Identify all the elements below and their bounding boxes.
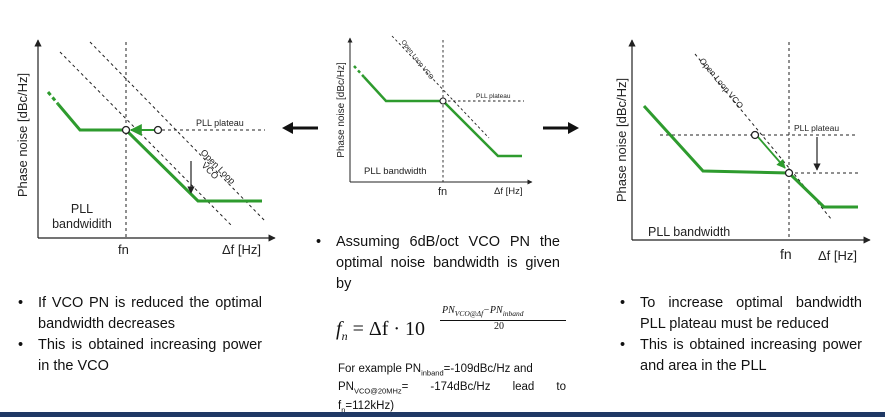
center-bullet: Assuming 6dB/oct VCO PN the optimal nois…: [312, 232, 560, 295]
formula-lhs: f: [336, 318, 342, 340]
x-axis-label: Δf [Hz]: [494, 186, 523, 197]
bottom-bar: [0, 412, 885, 417]
example-c-sub: n: [341, 404, 346, 414]
vco-asymptote-2: [89, 41, 267, 223]
formula-num-sub1: VCO@Δf: [454, 309, 484, 318]
y-axis-label: Phase noise [dBc/Hz]: [614, 78, 629, 202]
example-c-val: =112kHz): [345, 399, 395, 412]
y-axis-label: Phase noise [dBc/Hz]: [15, 73, 30, 197]
bandwidth-label: PLL bandwidth: [648, 225, 730, 239]
pn-curve-dashed-start: [353, 65, 365, 78]
bandwidth-formula: fn = Δf · 10 PNVCO@Δf−PNinband 20: [336, 305, 606, 345]
formula-num: PN: [442, 305, 455, 316]
right-bullet-2: This is obtained increasing power and ar…: [616, 335, 862, 377]
fn-label: fn: [438, 186, 447, 198]
y-axis-label: Phase noise [dBc/Hz]: [336, 62, 347, 158]
example-b-val: -174dBc/Hz: [430, 381, 491, 394]
example-b-sub: VCO@20MHz: [353, 386, 402, 396]
left-bullet-2: This is obtained increasing power in the…: [14, 335, 262, 377]
fn-point: [784, 168, 794, 178]
x-axis-label: Δf [Hz]: [818, 248, 857, 263]
old-fn-point: [153, 125, 163, 135]
plateau-label: PLL plateau: [196, 118, 244, 128]
old-fn-point: [750, 130, 760, 140]
vco-asymptote-1: [59, 51, 233, 227]
bandwidth-shift-arrow: [757, 136, 786, 169]
example-b-to: to: [556, 381, 566, 394]
example-text: For example PNinband=-109dBc/Hz and PNVC…: [338, 362, 566, 417]
vco-label: Open Loop VCO: [697, 56, 745, 111]
formula-num-mid: −PN: [483, 305, 503, 316]
bandwidth-label-line-2: bandwidith: [52, 217, 112, 231]
plateau-label: PLL plateau: [794, 123, 839, 133]
formula-mid: = Δf · 10: [352, 318, 426, 340]
vco-asymptote: [391, 35, 490, 139]
left-bullet-list: If VCO PN is reduced the optimal bandwid…: [14, 293, 262, 377]
center-bullet-list: Assuming 6dB/oct VCO PN the optimal nois…: [312, 232, 560, 295]
formula-den: 20: [494, 321, 504, 332]
example-a-sub: inband: [421, 368, 444, 378]
vco-label: Open Loop VCO: [399, 39, 434, 81]
center-phase-noise-plot: Phase noise [dBc/Hz] Δf [Hz] fn PLL plat…: [336, 35, 533, 198]
fn-label: fn: [118, 242, 129, 257]
formula-num-sub2: inband: [502, 309, 524, 318]
formula-fraction-bar: [440, 320, 566, 321]
right-bullet-1: To increase optimal bandwidth PLL platea…: [616, 293, 862, 335]
bandwidth-label: PLL bandwidth: [364, 166, 427, 177]
example-line-3: fn=112kHz): [338, 399, 566, 417]
pn-curve: [642, 104, 858, 209]
plateau-label: PLL plateau: [476, 93, 511, 100]
x-axis-label: Δf [Hz]: [222, 242, 261, 257]
fn-point: [121, 125, 131, 135]
example-c: f: [338, 399, 342, 412]
left-phase-noise-plot: Phase noise [dBc/Hz] Δf [Hz] fn PLL plat…: [15, 39, 276, 257]
example-a-val: =-109dBc/Hz and: [443, 363, 533, 375]
example-a: For example PN: [338, 363, 422, 375]
example-line-1: For example PNinband=-109dBc/Hz and: [338, 362, 566, 380]
left-bullet-1: If VCO PN is reduced the optimal bandwid…: [14, 293, 262, 335]
bandwidth-label-line-1: PLL: [71, 202, 93, 216]
example-b-mid: =: [401, 381, 409, 394]
left-arrow-icon: [282, 122, 318, 134]
pn-curve-dashed-start: [46, 91, 60, 105]
example-b: PN: [338, 381, 354, 394]
fn-label: fn: [780, 246, 792, 262]
example-line-2: PNVCO@20MHz= -174dBc/Hz lead to: [338, 380, 566, 398]
right-bullet-list: To increase optimal bandwidth PLL platea…: [616, 293, 862, 377]
right-arrow-icon: [543, 122, 579, 134]
right-phase-noise-plot: Phase noise [dBc/Hz] Δf [Hz] fn PLL plat…: [614, 39, 871, 263]
fn-point: [439, 97, 447, 105]
example-b-lead: lead: [512, 381, 535, 394]
formula-lhs-sub: n: [341, 329, 348, 343]
